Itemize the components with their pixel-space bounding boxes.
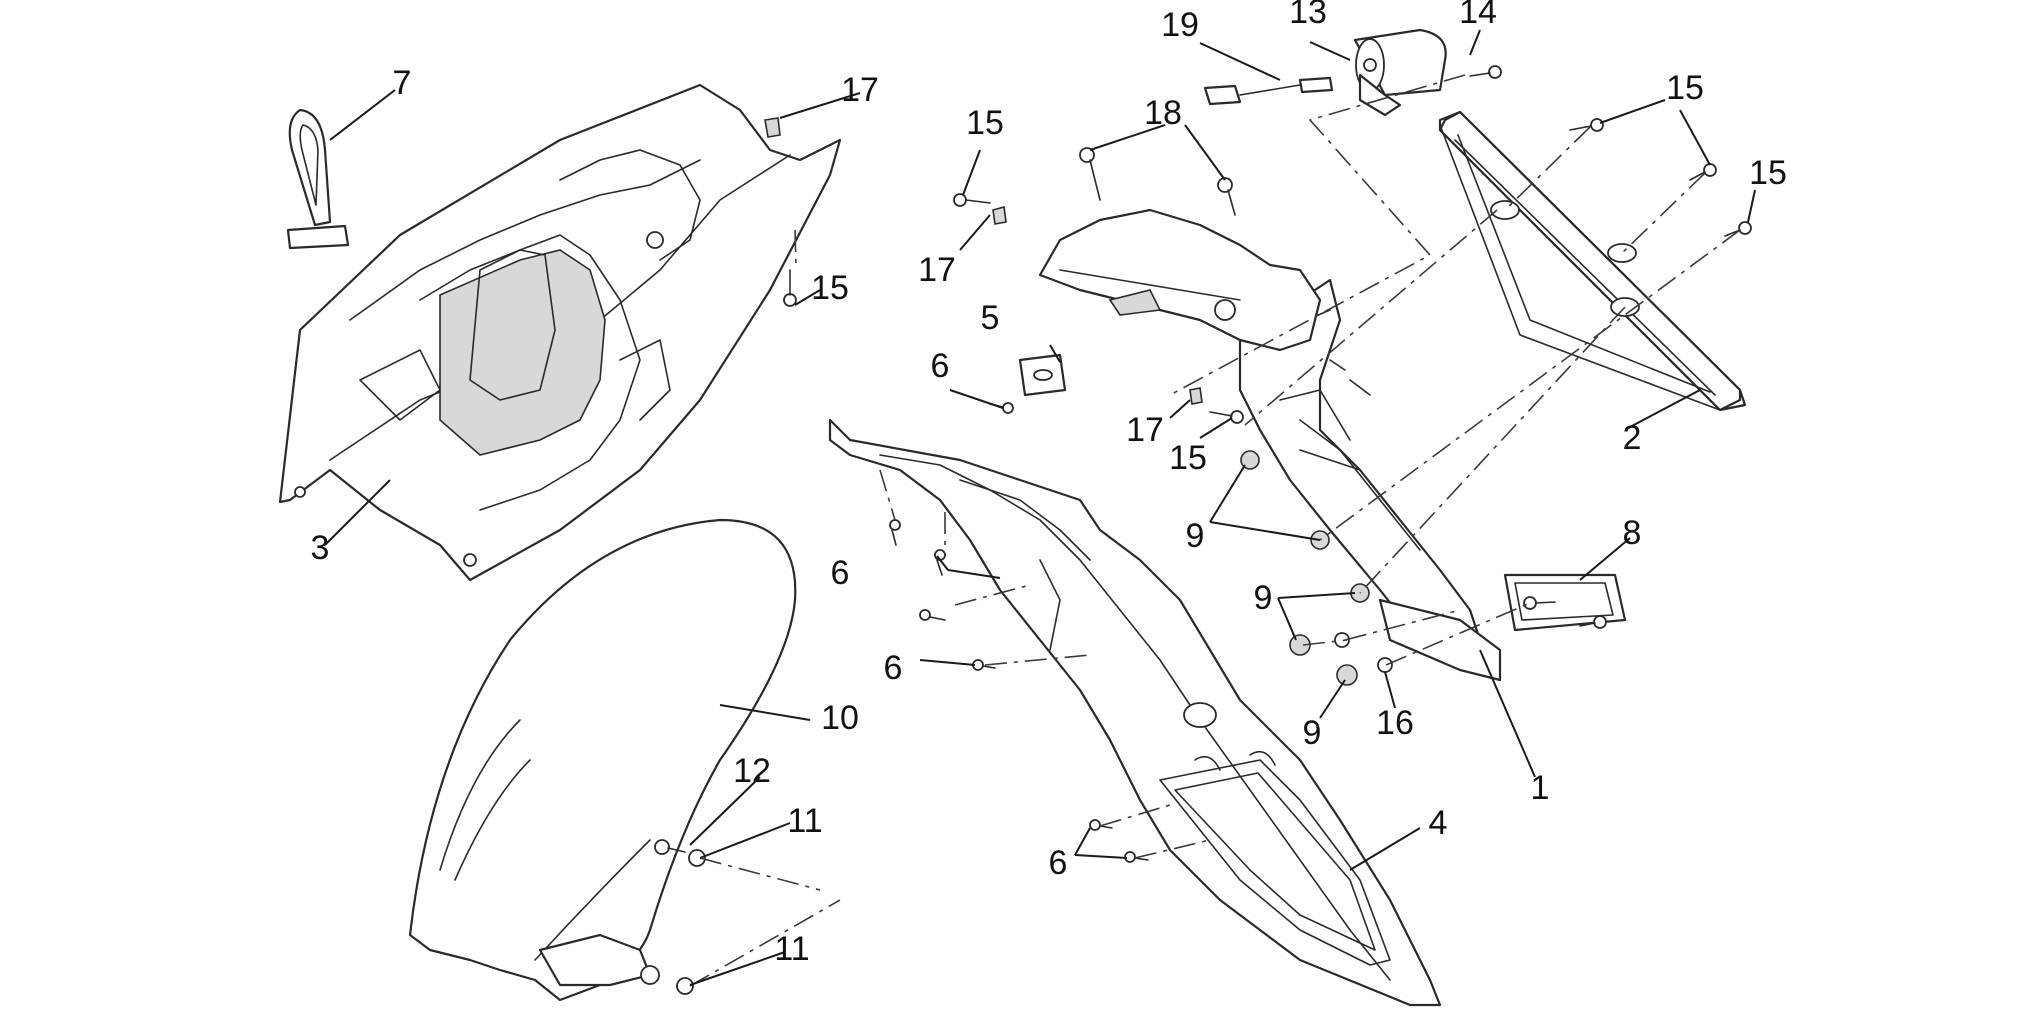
callout-17: 17 — [1126, 411, 1164, 449]
callout-17: 17 — [841, 71, 879, 109]
callout-9: 9 — [1303, 714, 1322, 752]
callout-9: 9 — [1186, 517, 1205, 555]
callout-15: 15 — [1666, 69, 1704, 107]
part-1-bracket — [1238, 278, 1502, 682]
callout-16: 16 — [1376, 704, 1414, 742]
callout-4: 4 — [1429, 804, 1448, 842]
part-10-mudguard — [408, 518, 797, 1002]
part-19-wire — [1203, 76, 1334, 106]
callout-18: 18 — [1144, 94, 1182, 132]
callout-17: 17 — [918, 251, 956, 289]
assembly-lines — [689, 74, 1741, 987]
part-3-undertray — [278, 83, 842, 582]
callout-3: 3 — [311, 529, 330, 567]
part-13-light — [1353, 28, 1447, 117]
callout-6: 6 — [931, 347, 950, 385]
callout-1: 1 — [1531, 769, 1550, 807]
callout-11: 11 — [787, 802, 822, 840]
callout-10: 10 — [821, 699, 859, 737]
leader-lines — [324, 29, 1756, 986]
part-5-plate — [1018, 353, 1067, 397]
callout-7: 7 — [393, 64, 412, 102]
part-18-cover — [1038, 208, 1322, 352]
callout-15: 15 — [1169, 439, 1207, 477]
callout-19: 19 — [1161, 6, 1199, 44]
callout-12: 12 — [733, 752, 771, 790]
part-8-reflector — [1503, 573, 1627, 632]
callout-6: 6 — [831, 554, 850, 592]
part-7-strap — [286, 108, 350, 250]
callout-15: 15 — [966, 104, 1004, 142]
callout-15: 15 — [1749, 154, 1787, 192]
callout-labels: 7 17 15 3 10 12 11 11 4 1 2 8 5 6 6 6 6 … — [311, 0, 1787, 968]
callout-11: 11 — [774, 930, 809, 968]
callout-9: 9 — [1254, 579, 1273, 617]
callout-8: 8 — [1623, 514, 1642, 552]
callout-2: 2 — [1623, 419, 1642, 457]
callout-5: 5 — [981, 299, 1000, 337]
callout-6: 6 — [1049, 844, 1068, 882]
callout-6: 6 — [884, 649, 903, 687]
part-2-plate-frame — [1438, 110, 1747, 412]
callout-15: 15 — [811, 269, 849, 307]
part-4-hugger — [828, 418, 1442, 1007]
callout-13: 13 — [1289, 0, 1327, 31]
callout-14: 14 — [1459, 0, 1497, 31]
